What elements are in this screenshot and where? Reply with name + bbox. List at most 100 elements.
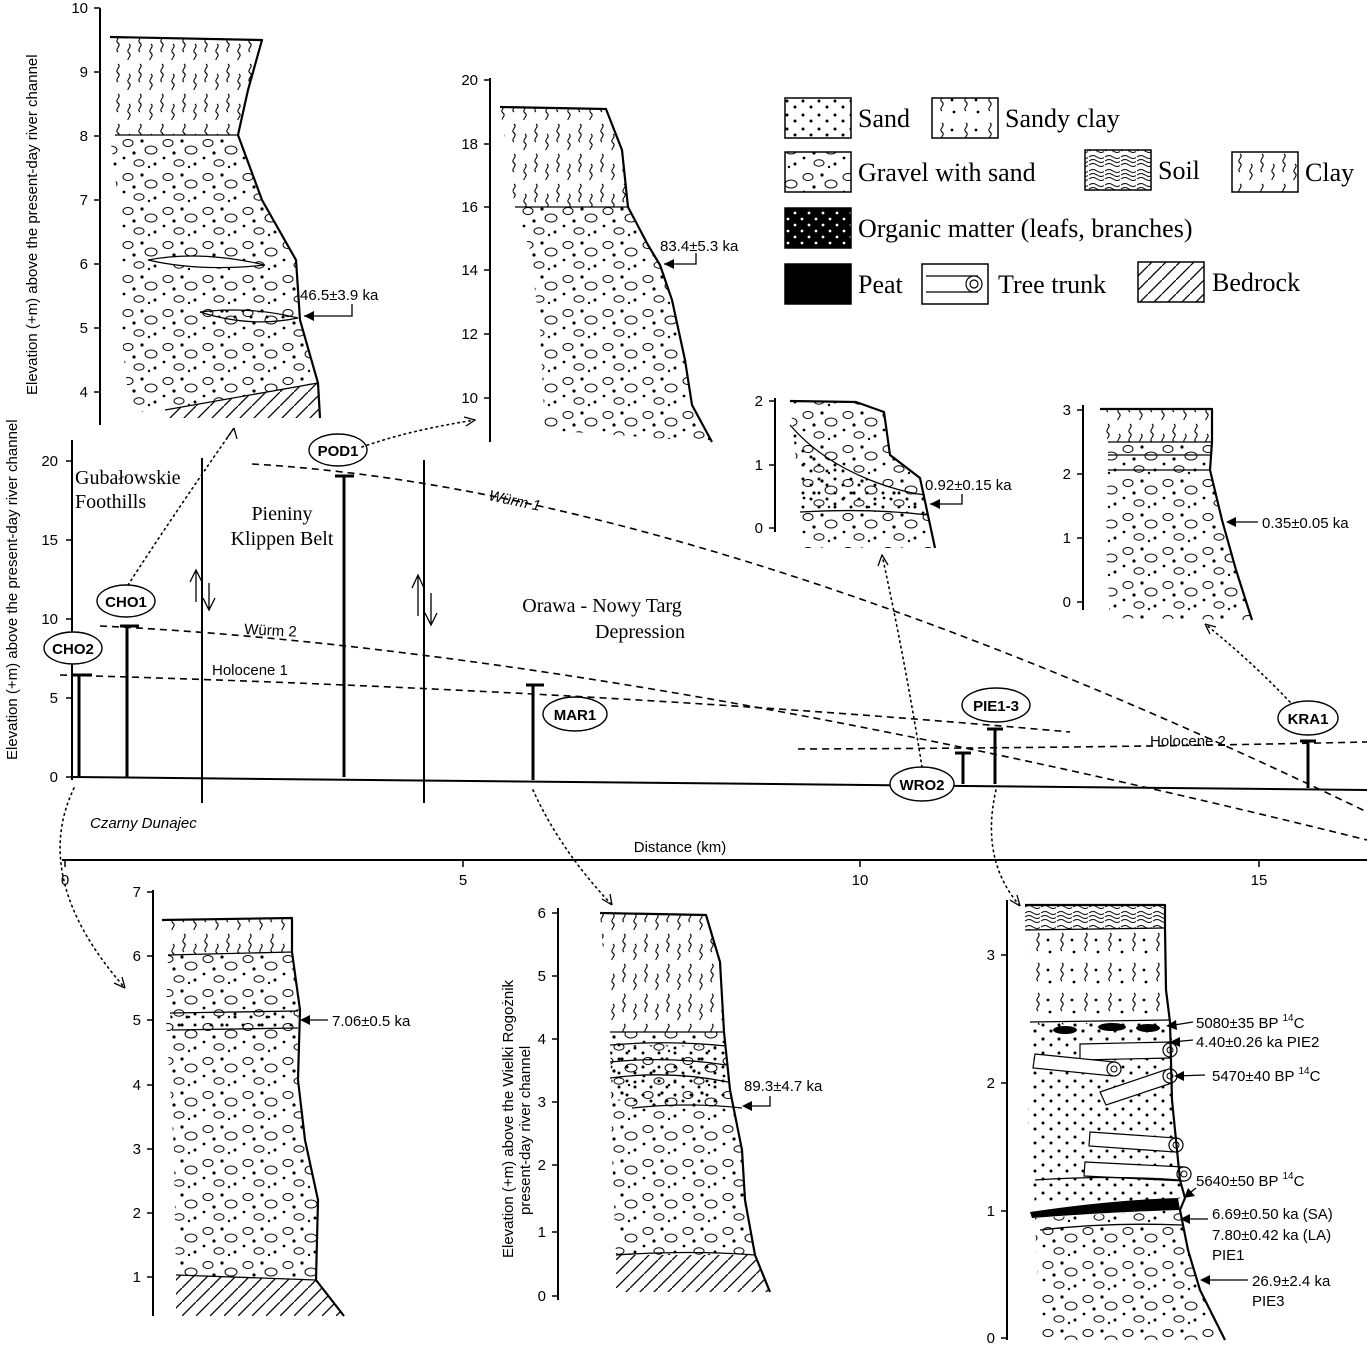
pie-gravel-layer <box>1035 1210 1225 1340</box>
kra1-tick: 3 <box>1063 402 1071 419</box>
legend-organic-label: Organic matter (leafs, branches) <box>858 214 1192 243</box>
region-label: Depression <box>595 621 685 643</box>
site-cho2-label: CHO2 <box>52 641 94 658</box>
terrace-label: Holocene 1 <box>212 662 288 679</box>
main-y-axis: 0 5 10 15 20 <box>41 453 72 786</box>
mar1-y-label: Elevation (+m) above the Wielki Rogożnik <box>500 979 517 1258</box>
mar1-y-label: present-day river channel <box>517 1046 534 1215</box>
legend-clay-label: Clay <box>1305 158 1354 187</box>
site-wro2-marker: WRO2 <box>889 766 955 802</box>
site-pie13-marker: PIE1-3 <box>961 687 1031 723</box>
kra1-date-marker <box>1226 517 1258 527</box>
main-y-tick: 5 <box>50 690 58 707</box>
pie-tree-trunks <box>1032 1041 1192 1182</box>
pie-date-markers <box>1166 1020 1248 1285</box>
cho1-tick: 9 <box>80 64 88 81</box>
pod1-date-marker <box>664 253 697 269</box>
kra1-gravel-band <box>1108 442 1212 470</box>
cho1-date-marker <box>304 304 353 321</box>
cho2-tick: 2 <box>133 1205 141 1222</box>
mar1-tick: 6 <box>538 905 546 922</box>
terrace-wurm2-line <box>99 625 1367 841</box>
distance-tick: 10 <box>852 872 869 889</box>
site-mar1-marker: MAR1 <box>542 696 608 732</box>
pie-tick: 1 <box>987 1203 995 1220</box>
cho1-y-label: Elevation (+m) above the present-day riv… <box>24 54 41 395</box>
cho1-tick: 7 <box>80 192 88 209</box>
cho2-profile: 1 2 3 4 5 6 7 7.06±0.5 ka <box>133 884 411 1317</box>
cho1-gravel-layer <box>110 135 318 412</box>
wro2-y-axis: 0 1 2 <box>755 393 775 537</box>
cho2-tick: 4 <box>133 1077 141 1094</box>
distance-tick: 5 <box>459 872 467 889</box>
legend-soil-label: Soil <box>1158 156 1200 185</box>
pod1-tick: 16 <box>461 199 478 216</box>
cho1-sand-lens <box>199 309 299 323</box>
mar1-bedrock <box>616 1255 770 1292</box>
legend-clay-swatch <box>1231 151 1299 193</box>
site-kra1-label: KRA1 <box>1288 711 1329 728</box>
main-y-tick: 15 <box>41 532 58 549</box>
pie-tick: 2 <box>987 1075 995 1092</box>
connector-arrows <box>59 416 1291 989</box>
mar1-tick: 0 <box>538 1288 546 1305</box>
pod1-date-label: 83.4±5.3 ka <box>660 238 739 255</box>
terrace-holocene2-line <box>797 741 1367 750</box>
legend-gravel-label: Gravel with sand <box>858 158 1036 187</box>
site-pod1-label: POD1 <box>318 443 359 460</box>
pod1-tick: 12 <box>461 326 478 343</box>
river-bed-line <box>71 776 1367 791</box>
cho1-profile: 4 5 6 7 8 9 10 Elevation (+m) above the … <box>24 0 379 425</box>
fault-arrows <box>189 568 438 627</box>
wro2-sand-layer <box>790 425 928 515</box>
main-y-tick: 0 <box>50 769 58 786</box>
pie-date-label: 4.40±0.26 ka PIE2 <box>1196 1034 1319 1051</box>
legend-organic-swatch <box>784 207 852 249</box>
mar1-tick: 3 <box>538 1094 546 1111</box>
pie-tick: 0 <box>987 1330 995 1347</box>
cho2-date-label: 7.06±0.5 ka <box>332 1013 411 1030</box>
pie-date-label: 6.69±0.50 ka (SA) <box>1212 1206 1333 1223</box>
cho2-tick: 5 <box>133 1012 141 1029</box>
cho2-tick: 3 <box>133 1141 141 1158</box>
cho2-sand-layer <box>170 1011 298 1030</box>
site-kra1-marker: KRA1 <box>1277 700 1339 736</box>
site-wro2-label: WRO2 <box>900 777 945 794</box>
cho2-gravel-layer <box>166 952 318 1280</box>
site-mar1-label: MAR1 <box>554 707 597 724</box>
cho1-tick: 4 <box>80 384 88 401</box>
cho2-y-axis: 1 2 3 4 5 6 7 <box>133 884 153 1286</box>
cho2-date-marker <box>300 1015 328 1025</box>
pod1-tick: 18 <box>461 136 478 153</box>
cho1-y-axis: 4 5 6 7 8 9 10 <box>71 0 100 401</box>
cho2-tick: 6 <box>133 948 141 965</box>
cho2-tick: 1 <box>133 1269 141 1286</box>
distance-axis-ticks: 0 5 10 15 <box>61 860 1268 889</box>
mar1-sand-layer <box>610 1045 728 1108</box>
cho1-clay-layer <box>110 37 262 135</box>
region-label: Foothills <box>75 491 146 513</box>
pod1-y-axis: 10 12 14 16 18 20 <box>461 72 490 407</box>
terrace-label: Würm 1 <box>487 487 542 515</box>
kra1-profile: 0 1 2 3 0.35±0.05 ka <box>1063 402 1349 621</box>
legend: Sand Sandy clay Gravel with sand Soil Cl… <box>784 97 1354 305</box>
mar1-profile: Elevation (+m) above the Wielki Rogożnik… <box>500 905 823 1305</box>
pod1-clay-layer <box>500 107 628 207</box>
legend-bedrock-label: Bedrock <box>1212 268 1300 297</box>
kra1-tick: 2 <box>1063 466 1071 483</box>
cho1-tick: 6 <box>80 256 88 273</box>
site-cho1-label: CHO1 <box>105 594 147 611</box>
pod1-tick: 20 <box>461 72 478 89</box>
legend-bedrock-swatch <box>1137 261 1205 303</box>
river-name-label: Czarny Dunajec <box>90 815 197 832</box>
site-cho2-marker: CHO2 <box>43 631 103 665</box>
pie-date-label: PIE3 <box>1252 1293 1285 1310</box>
distance-tick: 15 <box>1251 872 1268 889</box>
wro2-tick: 2 <box>755 393 763 410</box>
pie-date-label: PIE1 <box>1212 1247 1245 1264</box>
cho2-bedrock <box>176 1275 344 1316</box>
mar1-date-label: 89.3±4.7 ka <box>744 1078 823 1095</box>
